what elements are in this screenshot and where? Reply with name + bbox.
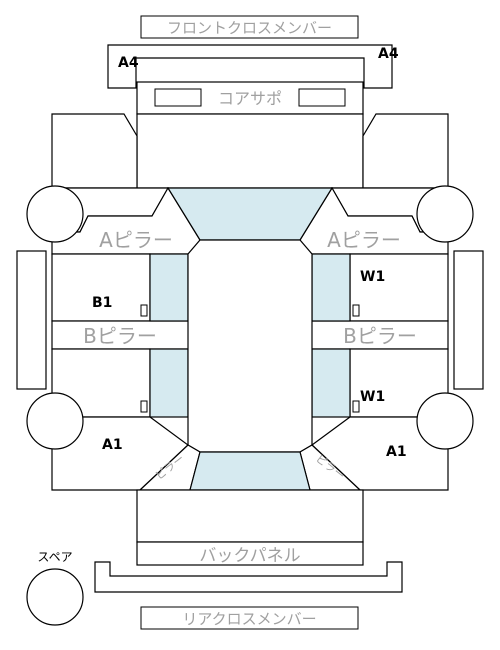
rear-left-door-handle [140,400,148,413]
core-support-label: コアサポ [218,89,282,108]
rear-left-window [149,348,189,418]
rear-cross-member-box [140,606,359,630]
trunk-lid [136,489,364,543]
rear-left-wheel [26,392,84,450]
b-pillar-left-label: Bピラー [83,324,157,348]
rear-bumper-bracket [94,561,403,593]
a-pillar-right-label: Aピラー [327,228,401,252]
spare-label: スペア [37,550,72,564]
rear-right-door-handle [352,400,360,413]
front-cross-member-box [140,15,359,39]
rear-right-window [311,348,351,418]
left-rocker-panel [16,250,47,390]
label-w1-top: W1 [360,269,385,285]
front-left-fender [51,113,138,189]
back-panel-label: バックパネル [199,546,300,566]
rear-window [189,451,311,491]
front-right-door [349,253,449,322]
front-right-fender [362,113,449,189]
label-a4-left: A4 [118,55,139,71]
core-support-left-slot [154,88,202,107]
rear-cross-member-label: リアクロスメンバー [182,610,316,628]
roof-panel [187,239,313,453]
front-right-door-handle [352,304,360,317]
hood-panel [136,113,364,189]
b-pillar-right-label: Bピラー [343,324,417,348]
right-rocker-panel [453,250,484,390]
label-a1-right: A1 [386,444,407,460]
core-support-right-slot [298,88,346,107]
front-left-door-handle [140,304,148,317]
front-cross-member-label: フロントクロスメンバー [167,19,332,37]
front-bumper-bracket [107,44,393,89]
spare-tire [26,568,84,626]
a-pillar-left-label: Aピラー [99,228,173,252]
label-b1: B1 [92,295,112,311]
front-right-window [311,253,351,322]
front-left-window [149,253,189,322]
label-a1-left: A1 [102,437,123,453]
b-pillar-right [309,320,449,350]
front-right-wheel [416,185,474,243]
label-w1-bottom: W1 [360,389,385,405]
front-left-wheel [26,185,84,243]
label-a4-right: A4 [378,46,399,62]
back-panel-box [136,541,364,566]
rear-right-wheel [416,392,474,450]
